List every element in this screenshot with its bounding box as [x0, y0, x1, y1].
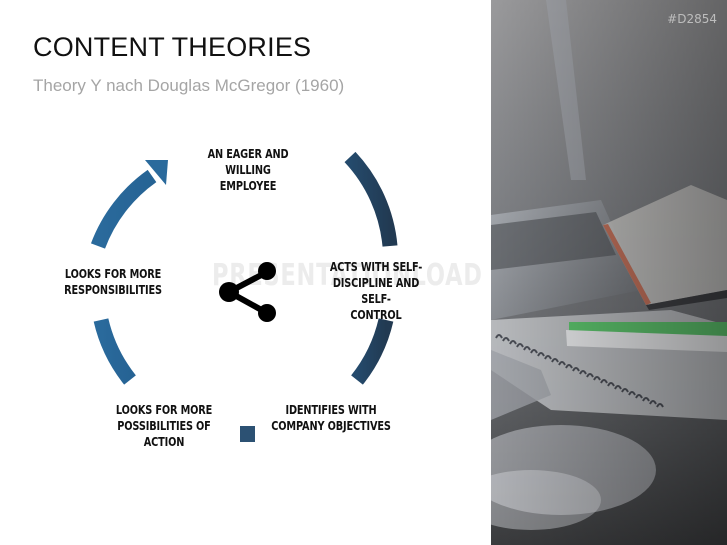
arc-bottom-left: [93, 318, 136, 385]
cycle-item-line: COMPANY OBJECTIVES: [271, 418, 391, 433]
cycle-item-line: RESPONSIBILITIES: [64, 282, 162, 297]
cycle-item-line: ACTS WITH SELF-: [329, 259, 423, 274]
cycle-item-line: EMPLOYEE: [219, 178, 277, 193]
cycle-item-self-discipline: ACTS WITH SELF- DISCIPLINE AND SELF- CON…: [325, 259, 428, 323]
desk-photo: #D2854: [491, 0, 727, 545]
slide-subtitle: Theory Y nach Douglas McGregor (1960): [33, 76, 345, 95]
cycle-item-line: LOOKS FOR MORE: [64, 266, 162, 281]
cycle-item-line: DISCIPLINE AND SELF-: [332, 275, 420, 306]
cycle-item-possibilities-of-action: LOOKS FOR MORE POSSIBILITIES OF ACTION: [98, 402, 229, 450]
desk-photo-illustration: [491, 0, 727, 545]
cycle-item-line: LOOKS FOR MORE: [115, 402, 213, 417]
share-icon: [219, 262, 276, 322]
square-marker: [240, 426, 255, 442]
cycle-item-line: AN EAGER AND WILLING: [207, 146, 289, 177]
cycle-diagram: AN EAGER AND WILLING EMPLOYEE ACTS WITH …: [64, 146, 428, 450]
cycle-item-responsibilities: LOOKS FOR MORE RESPONSIBILITIES: [64, 266, 162, 298]
arc-top-right: [344, 151, 398, 247]
cycle-arcs: [90, 151, 398, 385]
cycle-item-line: IDENTIFIES WITH: [285, 402, 377, 417]
slide-title: CONTENT THEORIES: [33, 32, 312, 62]
cycle-item-company-objectives: IDENTIFIES WITH COMPANY OBJECTIVES: [271, 402, 391, 434]
arc-top-left-arrow: [90, 160, 168, 249]
product-code: #D2854: [667, 12, 717, 26]
cycle-item-line: CONTROL: [350, 307, 402, 322]
arc-bottom-right: [351, 318, 394, 385]
cycle-item-eager-employee: AN EAGER AND WILLING EMPLOYEE: [187, 146, 309, 194]
cycle-item-line: POSSIBILITIES OF ACTION: [117, 418, 211, 449]
